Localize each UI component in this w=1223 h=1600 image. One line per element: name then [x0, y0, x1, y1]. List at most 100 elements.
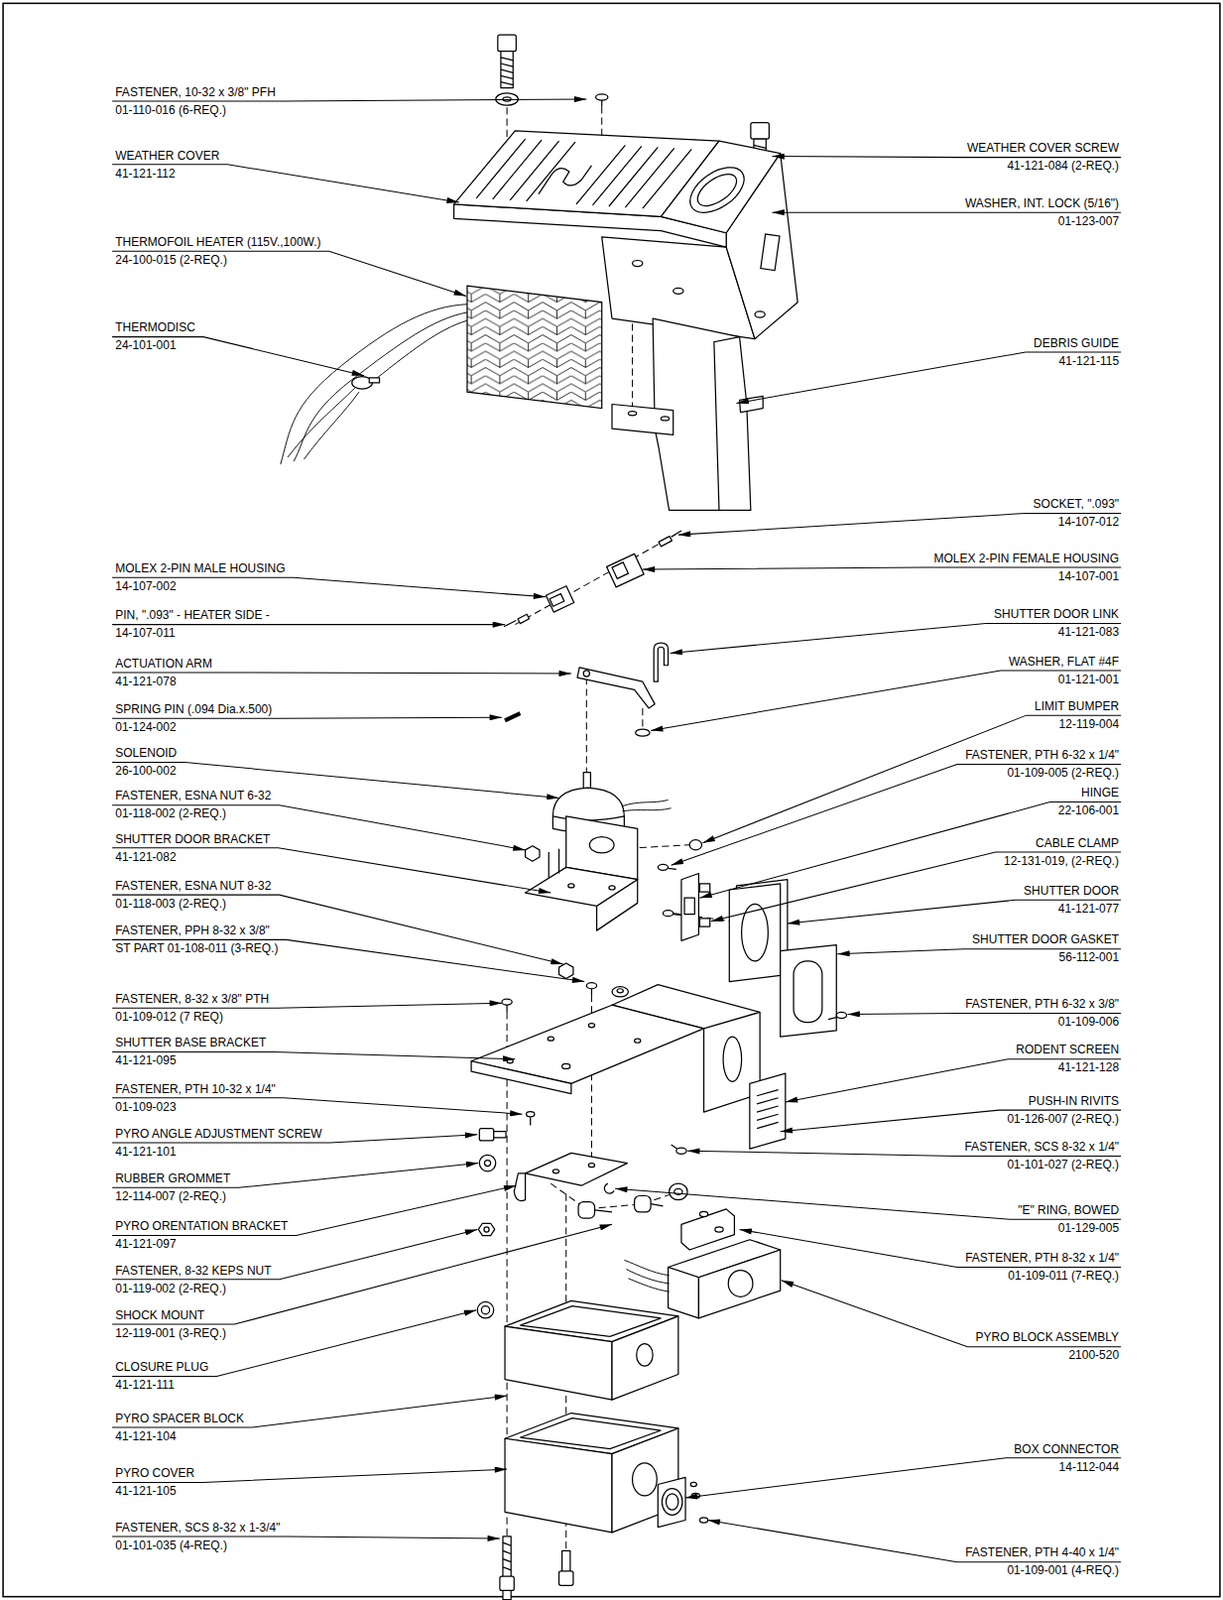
shutter-base-bracket — [611, 986, 628, 997]
part-name: FASTENER, 8-32 KEPS NUT — [115, 1263, 271, 1278]
leader-line — [112, 250, 467, 296]
hinge-and-door — [699, 918, 710, 927]
part-name: PUSH-IN RIVITS — [1028, 1094, 1119, 1108]
weather-cover — [538, 165, 592, 195]
part-number: 01-126-007 (2-REQ.) — [1006, 1111, 1119, 1126]
leader-line — [112, 337, 365, 376]
part-name: CLOSURE PLUG — [115, 1359, 209, 1374]
shutter-door-bracket — [673, 914, 682, 916]
leader-line — [787, 899, 1121, 924]
weather-cover — [692, 167, 742, 212]
leader-line — [112, 1098, 522, 1114]
part-number: 41-121-078 — [115, 674, 176, 689]
part-name: PYRO ORENTATION BRACKET — [115, 1219, 288, 1233]
shutter-door-bracket — [525, 816, 703, 979]
part-number: 01-101-035 (4-REQ.) — [115, 1538, 228, 1553]
part-number: 56-112-001 — [1059, 950, 1120, 965]
thermodisc-wires — [368, 377, 379, 383]
shutter-base-bracket — [471, 982, 781, 1155]
leader-line — [112, 717, 502, 719]
leader-line — [780, 1109, 1121, 1132]
leader-line — [112, 1185, 516, 1235]
shock-mounts — [669, 1183, 689, 1200]
hinge-and-door — [780, 945, 838, 1038]
pyro-spacer-block — [504, 1326, 612, 1400]
part-number: 01-109-005 (2-REQ.) — [1006, 765, 1119, 780]
leader-line — [848, 1012, 1122, 1014]
part-number: 41-121-104 — [115, 1429, 176, 1444]
shutter-door-bracket — [609, 885, 615, 890]
hinge-and-door — [793, 961, 823, 1023]
leader-line — [771, 156, 1121, 158]
pyro-block-assembly — [623, 1259, 669, 1275]
part-name: "E" RING, BOWED — [1017, 1203, 1119, 1218]
actuation-arm — [577, 667, 655, 709]
part-number: 26-100-002 — [115, 763, 176, 778]
molex-connector — [545, 586, 574, 612]
leader-line — [112, 939, 585, 981]
pyro-orientation-bracket — [588, 1163, 595, 1168]
solenoid — [621, 800, 668, 807]
hinge-and-door — [699, 883, 710, 892]
part-name: THERMOFOIL HEATER (115V.,100W.) — [115, 235, 321, 249]
part-number: 12-119-001 (3-REQ.) — [115, 1326, 227, 1341]
shutter-door-bracket — [559, 963, 574, 979]
weather-cover — [760, 234, 780, 271]
shutter-base-bracket — [526, 1111, 535, 1117]
part-name: SOCKET, ".093" — [1033, 496, 1120, 511]
part-name: SHOCK MOUNT — [115, 1308, 205, 1323]
pyro-block-assembly — [699, 1211, 708, 1217]
solenoid — [621, 808, 671, 812]
pyro-block-assembly — [668, 1266, 700, 1318]
part-name: MOLEX 2-PIN MALE HOUSING — [115, 561, 285, 576]
part-name: WEATHER COVER SCREW — [967, 140, 1119, 155]
leader-line — [685, 1458, 1121, 1498]
shutter-door-bracket — [689, 840, 702, 851]
debris-guide — [739, 395, 764, 412]
pyro-spacer-block — [481, 1306, 490, 1315]
pyro-orientation-bracket — [525, 1152, 628, 1186]
actuation-arm — [504, 642, 669, 736]
molex-connector — [607, 553, 645, 588]
part-name: RODENT SCREEN — [1015, 1042, 1119, 1057]
part-name: SOLENOID — [115, 745, 177, 760]
part-name: SHUTTER DOOR LINK — [993, 607, 1119, 621]
thermodisc-wires — [280, 304, 468, 465]
pyro-cover — [632, 1463, 658, 1496]
part-name: SHUTTER DOOR BRACKET — [115, 832, 270, 847]
dashed-assembly-lines — [514, 534, 675, 624]
part-number: 01-119-002 (2-REQ.) — [115, 1281, 227, 1296]
molex-connector — [503, 620, 516, 627]
part-number: 14-107-002 — [115, 579, 176, 594]
box-connector — [657, 1476, 686, 1527]
part-name: WASHER, FLAT #4F — [1008, 654, 1119, 669]
molex-connector — [671, 530, 682, 537]
weather-cover — [754, 311, 765, 318]
weather-cover — [682, 158, 753, 223]
debris-guide — [611, 318, 763, 510]
part-number: 01-109-006 — [1058, 1014, 1119, 1029]
weather-cover — [660, 140, 780, 234]
shutter-base-bracket — [704, 1011, 761, 1028]
part-name: CABLE CLAMP — [1035, 836, 1119, 851]
debris-guide — [714, 337, 740, 511]
part-number: 41-121-097 — [115, 1236, 176, 1251]
leader-line — [614, 1188, 1121, 1220]
hinge-and-door — [729, 883, 780, 982]
thermodisc-wires — [293, 312, 468, 462]
part-number: 24-100-015 (2-REQ.) — [115, 252, 228, 267]
leader-line — [112, 1228, 478, 1279]
shutter-base-bracket — [586, 982, 597, 989]
leader-line — [699, 802, 1121, 899]
part-number: 14-112-044 — [1059, 1460, 1120, 1474]
molex-connector — [549, 594, 565, 608]
weather-cover — [673, 287, 684, 294]
part-number: 01-109-001 (4-REQ.) — [1006, 1563, 1119, 1578]
pyro-orientation-bracket — [484, 1226, 490, 1232]
shutter-base-bracket — [506, 1059, 513, 1064]
leader-line — [112, 848, 551, 893]
part-name: LIMIT BUMPER — [1034, 699, 1119, 714]
part-name: SHUTTER DOOR GASKET — [972, 932, 1119, 947]
